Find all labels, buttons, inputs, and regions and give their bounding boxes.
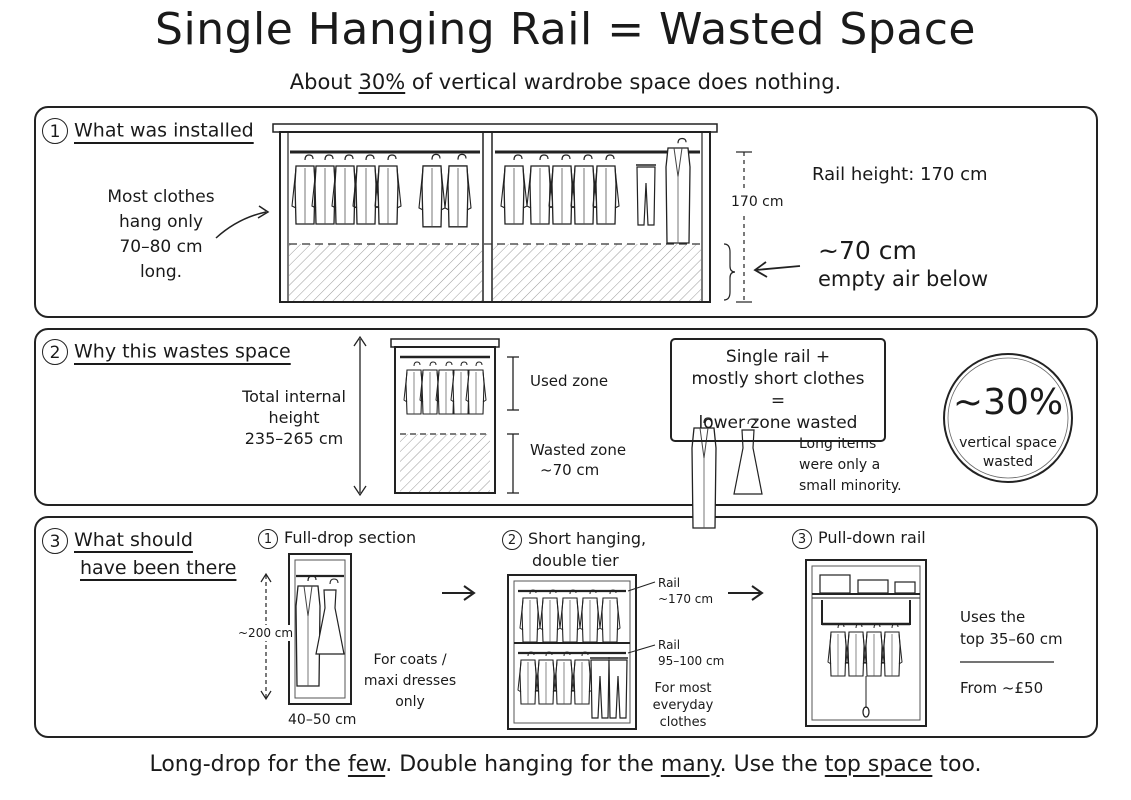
sub1-number: 1 xyxy=(258,528,278,549)
sub3-uses: Uses the top 35–60 cm xyxy=(960,606,1063,650)
sub1-note-line: For coats / xyxy=(373,652,447,668)
sub1-width: 40–50 cm xyxy=(288,712,357,728)
panel3-title-line1: What should xyxy=(74,529,193,551)
rail1-line: Rail xyxy=(658,576,681,590)
panel3-title-line2: have been there xyxy=(80,557,237,579)
sub2-title-line: Short hanging, xyxy=(528,529,647,548)
panel2-number: 2 xyxy=(42,339,68,365)
badge-line: vertical space xyxy=(959,435,1057,451)
panel2-title-text: Why this wastes space xyxy=(74,340,291,363)
page-subtitle: About 30% of vertical wardrobe space doe… xyxy=(0,70,1131,94)
panel-why-wastes xyxy=(34,328,1098,506)
summary-box: Single rail + mostly short clothes = low… xyxy=(670,338,886,442)
sub2-rail1: Rail ~170 cm xyxy=(658,575,713,607)
footer-emph-many: many xyxy=(660,752,720,777)
empty-air-small: empty air below xyxy=(818,267,989,291)
badge-line: wasted xyxy=(982,454,1034,470)
wasted-zone-line: Wasted zone xyxy=(530,441,627,459)
rail-height-label: Rail height: 170 cm xyxy=(812,164,988,185)
summary-line: mostly short clothes = xyxy=(691,369,865,411)
sub1-note-line: maxi dresses xyxy=(363,673,457,689)
sub2-note-line: everyday xyxy=(652,698,714,713)
wasted-zone-label: Wasted zone ~70 cm xyxy=(530,440,626,480)
footer-part: too. xyxy=(932,752,982,777)
left-note-line: 70–80 cm xyxy=(119,237,203,257)
left-note-line: hang only xyxy=(118,212,204,232)
long-items-note: Long items were only a small minority. xyxy=(799,434,902,497)
total-height-line: Total internal xyxy=(242,387,346,406)
footer-emph-top-space: top space xyxy=(824,752,933,777)
rail2-line: 95–100 cm xyxy=(658,654,725,668)
sub2-note-line: clothes xyxy=(659,715,707,730)
page-title: Single Hanging Rail = Wasted Space xyxy=(155,4,976,55)
sub3-cost: From ~£50 xyxy=(960,679,1044,697)
sub2-rail2: Rail 95–100 cm xyxy=(658,637,724,669)
panel1-left-note: Most clothes hang only 70–80 cm long. xyxy=(96,185,226,285)
sub2-number: 2 xyxy=(502,529,522,550)
sub3-title-text: Pull-down rail xyxy=(818,528,926,547)
uses-line: top 35–60 cm xyxy=(960,630,1063,648)
used-zone-label: Used zone xyxy=(530,372,609,390)
sub1-dim: ~200 cm xyxy=(238,625,294,641)
panel1-number: 1 xyxy=(42,118,68,144)
summary-line: Single rail + xyxy=(725,347,831,367)
left-note-line: Most clothes xyxy=(107,187,215,207)
sub2-title-line: double tier xyxy=(532,550,619,570)
sub2-title: 2 Short hanging, double tier xyxy=(502,528,646,571)
footer-emph-few: few xyxy=(347,752,386,777)
sub1-title-text: Full-drop section xyxy=(284,528,417,547)
sub1-title: 1 Full-drop section xyxy=(258,528,416,549)
sub1-note-line: only xyxy=(395,694,425,710)
badge-percent: ~30% xyxy=(952,382,1064,423)
empty-air-big: ~70 cm xyxy=(818,236,917,265)
subtitle-pre: About xyxy=(289,70,359,94)
footer-tagline: Long-drop for the few. Double hanging fo… xyxy=(0,752,1131,777)
subtitle-post: of vertical wardrobe space does nothing. xyxy=(405,70,842,94)
panel-should-have xyxy=(34,516,1098,738)
panel3-title: 3 What should have been there xyxy=(42,526,236,582)
summary-line: lower zone wasted xyxy=(698,413,858,433)
panel2-title: 2 Why this wastes space xyxy=(42,339,291,365)
rail2-line: Rail xyxy=(658,638,681,652)
wasted-zone-line: ~70 cm xyxy=(540,461,600,479)
subtitle-percent: 30% xyxy=(358,70,406,94)
footer-part: Long-drop for the xyxy=(149,752,348,777)
sub3-title: 3 Pull-down rail xyxy=(792,528,926,549)
total-height-line: 235–265 cm xyxy=(244,429,344,448)
panel1-title-text: What was installed xyxy=(74,119,254,142)
long-items-line: small minority. xyxy=(799,478,902,494)
badge-text: vertical space wasted xyxy=(948,434,1068,472)
rail1-line: ~170 cm xyxy=(658,592,714,606)
panel3-number: 3 xyxy=(42,527,68,554)
sub3-number: 3 xyxy=(792,528,812,549)
sub2-note-line: For most xyxy=(654,681,712,696)
left-note-line: long. xyxy=(139,262,183,282)
uses-line: Uses the xyxy=(960,608,1026,626)
long-items-line: were only a xyxy=(799,457,881,473)
footer-part: . Use the xyxy=(719,752,825,777)
footer-part: . Double hanging for the xyxy=(385,752,661,777)
panel1-title: 1 What was installed xyxy=(42,118,254,144)
total-height-line: height xyxy=(268,408,320,427)
panel1-dim-label: 170 cm xyxy=(731,192,784,212)
long-items-line: Long items xyxy=(799,436,877,452)
total-height-label: Total internal height 235–265 cm xyxy=(226,386,362,449)
sub2-note: For most everyday clothes xyxy=(648,680,718,731)
sub1-note: For coats / maxi dresses only xyxy=(362,650,458,713)
panel-installed xyxy=(34,106,1098,318)
